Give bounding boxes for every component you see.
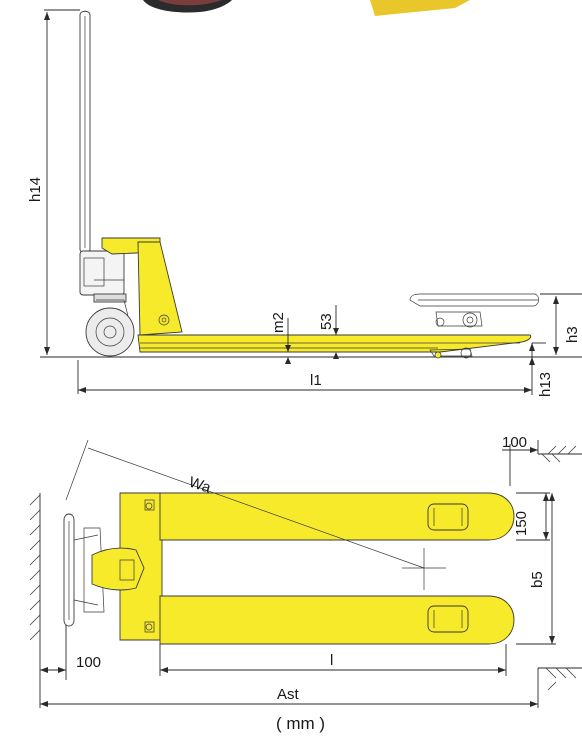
- unit-label: ( mm ): [276, 714, 325, 733]
- side-view-dimensions: h14 m2 53 h3 h13 l1: [27, 9, 582, 397]
- h14-label: h14: [27, 177, 44, 202]
- m2-label: m2: [270, 312, 287, 333]
- top-clearance-100-label: 100: [502, 434, 527, 451]
- b5-label: b5: [529, 571, 546, 588]
- top-view: [29, 440, 582, 691]
- ast-label: Ast: [277, 686, 300, 703]
- fork-height-53-label: 53: [318, 313, 335, 330]
- fork-width-150-label: 150: [513, 511, 530, 536]
- l1-label: l1: [310, 372, 322, 389]
- l-label: l: [330, 652, 333, 669]
- side-view: [40, 10, 582, 359]
- handle-clearance-100-label: 100: [76, 654, 101, 671]
- h3-label: h3: [564, 326, 581, 343]
- wa-label: Wa: [187, 474, 214, 497]
- h13-label: h13: [537, 372, 554, 397]
- photo-crop-fragment: [143, 0, 470, 16]
- top-view-dimensions: Wa 100 150 b5 100 l: [39, 434, 556, 733]
